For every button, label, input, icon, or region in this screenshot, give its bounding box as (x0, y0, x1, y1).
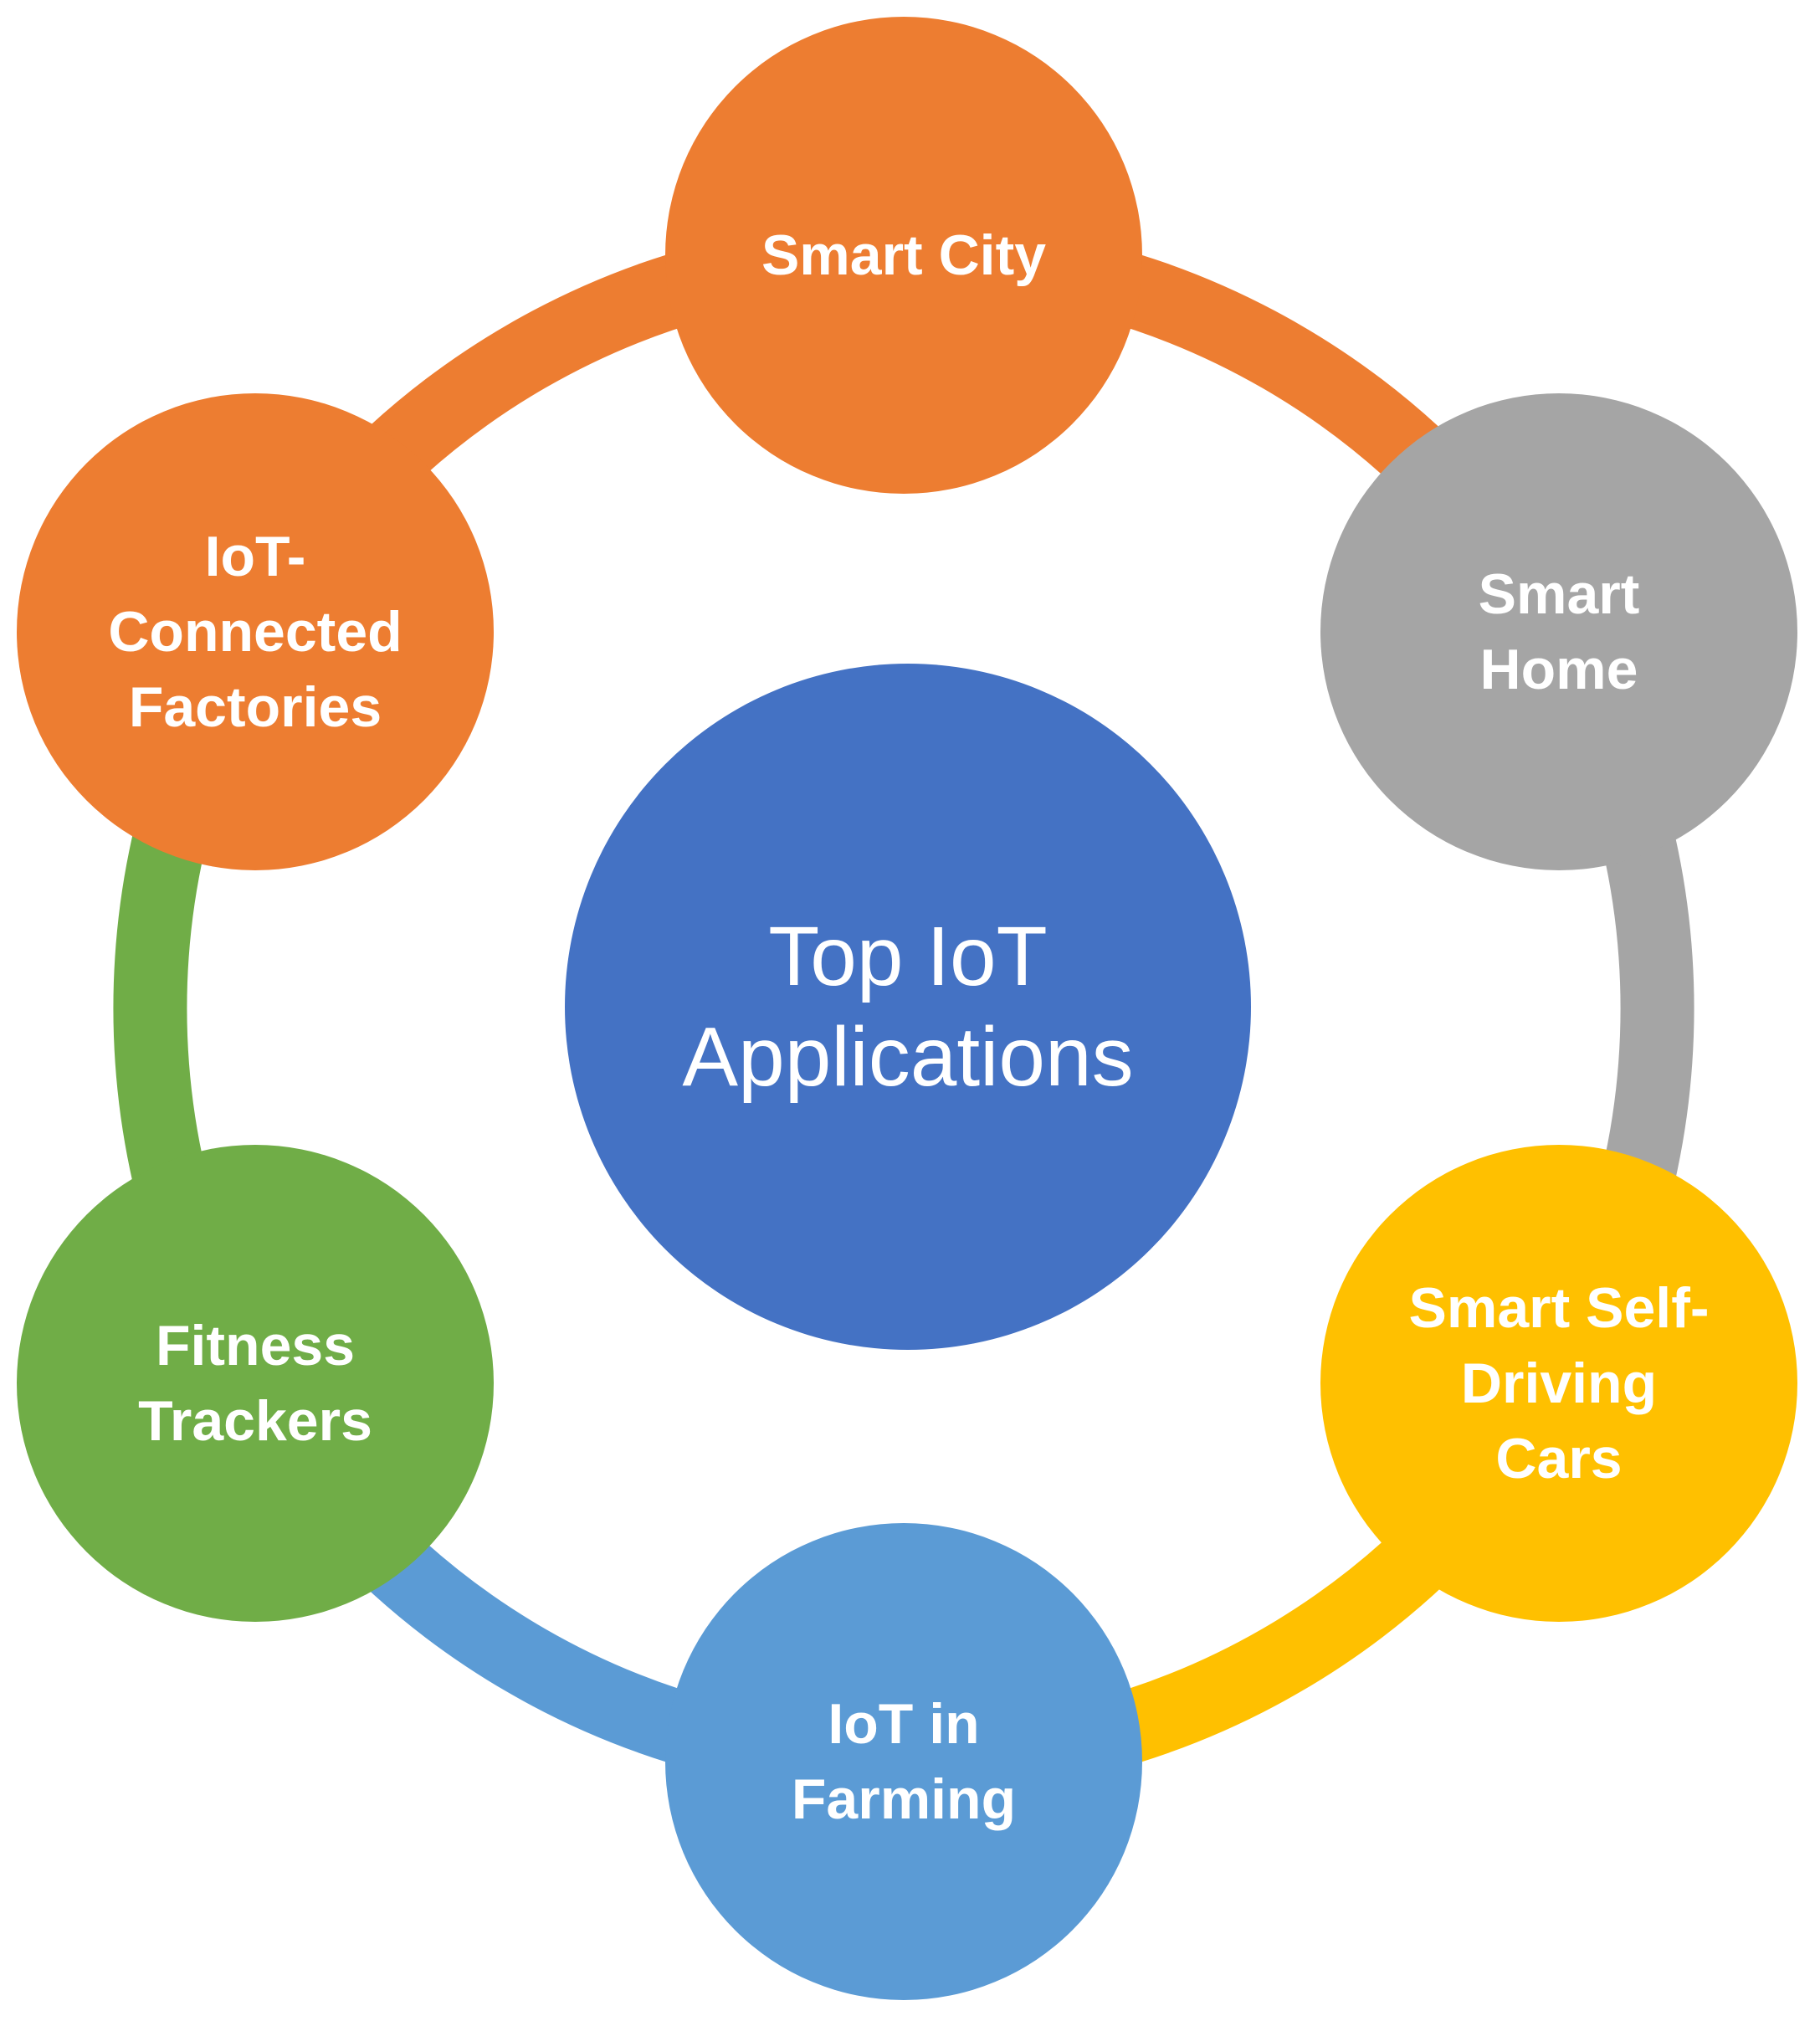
node-label: Smart City (761, 223, 1047, 287)
node-label: Smart Self- Driving Cars (1408, 1276, 1710, 1490)
node-smart-home: Smart Home (1320, 393, 1797, 870)
center-node-top-iot-applications: Top IoT Applications (565, 664, 1251, 1350)
node-label: Fitness Trackers (138, 1314, 372, 1453)
node-label: IoT- Connected Factories (108, 525, 402, 739)
node-iot-in-farming: IoT in Farming (665, 1523, 1142, 2000)
node-connected-factories: IoT- Connected Factories (17, 393, 494, 870)
node-self-driving-cars: Smart Self- Driving Cars (1320, 1145, 1797, 1622)
node-fitness-trackers: Fitness Trackers (17, 1145, 494, 1622)
node-label: IoT in Farming (791, 1692, 1017, 1831)
center-label: Top IoT Applications (682, 910, 1134, 1104)
node-smart-city: Smart City (665, 17, 1142, 494)
node-label: Smart Home (1478, 562, 1640, 701)
